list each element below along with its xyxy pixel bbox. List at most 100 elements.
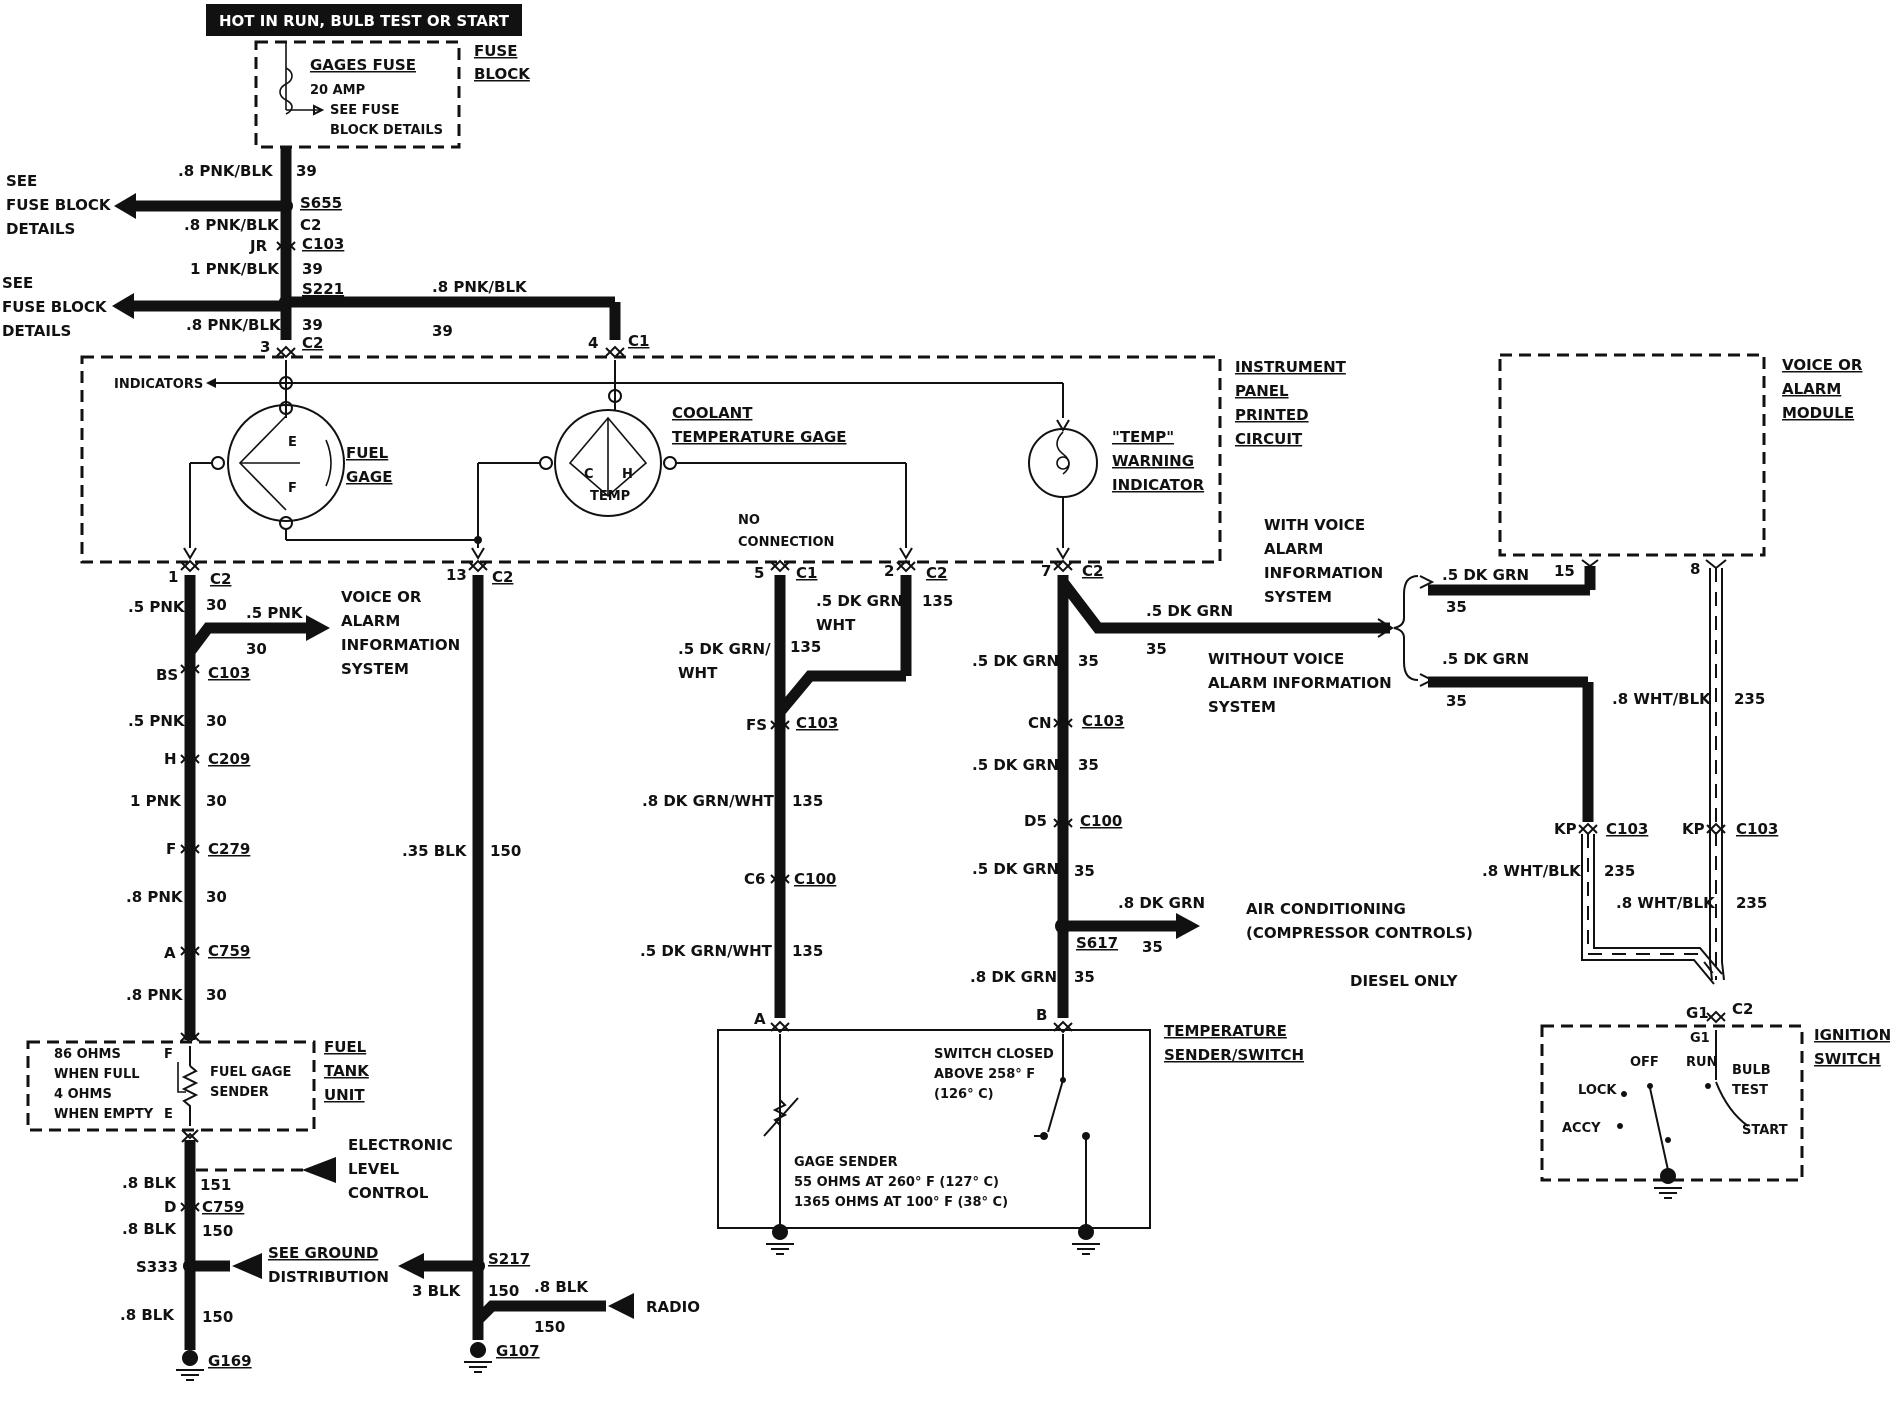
splice-label: S221 (302, 280, 344, 298)
wire-label: .8 PNK/BLK (184, 216, 280, 234)
ac-label-1: AIR CONDITIONING (1246, 900, 1406, 918)
circuit-number: 35 (1446, 598, 1467, 616)
pin-number: 7 (1041, 562, 1051, 580)
connector-pin: KP (1554, 820, 1577, 838)
connector-label: C759 (202, 1198, 244, 1216)
connector-pin: 15 (1554, 562, 1575, 580)
wire-label: .5 PNK (128, 712, 186, 730)
circuit-number: 30 (206, 712, 227, 730)
fuel-gage-label-2: GAGE (346, 468, 392, 486)
elc-label-3: CONTROL (348, 1184, 429, 1202)
ignition-title-1: IGNITION (1814, 1026, 1890, 1044)
voice-ref-3: INFORMATION (341, 636, 460, 654)
connector-pin: KP (1682, 820, 1705, 838)
connector-pin: D5 (1024, 812, 1047, 830)
pin-connector: C2 (926, 564, 947, 582)
wire-label: .8 BLK (120, 1306, 175, 1324)
ground-icon (463, 1341, 493, 1373)
fuse-name: GAGES FUSE (310, 56, 416, 74)
wire-label: .5 DK GRN (816, 592, 903, 610)
left-ref-details-1: DETAILS (6, 220, 75, 238)
splice-label: S617 (1076, 934, 1118, 952)
connector-pin: FS (746, 716, 767, 734)
connector-pin: B (1036, 1006, 1047, 1024)
connector-label: C103 (208, 664, 250, 682)
circuit-number: 39 (302, 316, 323, 334)
sender-label-2: SENDER (210, 1085, 269, 1100)
connector-pin: JR (249, 237, 268, 255)
coolant-gage-h: H (622, 467, 633, 482)
circuit-number: 30 (206, 888, 227, 906)
pin-number: 5 (754, 564, 764, 582)
arrow-left-icon (302, 1157, 336, 1183)
sender-resistor-icon (181, 1065, 199, 1126)
circuit-number: 235 (1604, 862, 1635, 880)
ground-ref-2: DISTRIBUTION (268, 1268, 389, 1286)
without-voice-1: WITHOUT VOICE (1208, 650, 1344, 668)
circuit-number: 150 (490, 842, 521, 860)
ipc-label-2: PANEL (1235, 382, 1289, 400)
wire-label: 1 PNK/BLK (190, 260, 280, 278)
voice-alarm-module-box (1498, 353, 1766, 557)
splice-label: S333 (136, 1258, 178, 1276)
pin-connector: C2 (492, 568, 513, 586)
wire-label: 1 PNK (130, 792, 182, 810)
circuit-number: 30 (246, 640, 267, 658)
circuit-number: 135 (790, 638, 821, 656)
switch-closed-2: ABOVE 258° F (934, 1067, 1035, 1082)
ignition-pin-inner: G1 (1690, 1031, 1710, 1046)
pin-connector: C1 (796, 564, 817, 582)
connector-label: C103 (796, 714, 838, 732)
fuel-tank-unit-outline (26, 1040, 316, 1132)
connector-pin: A (754, 1010, 766, 1028)
with-voice-2: ALARM (1264, 540, 1323, 558)
circuit-number: 35 (1078, 756, 1099, 774)
arrow-left-icon (398, 1253, 424, 1279)
circuit-number: 150 (202, 1308, 233, 1326)
coolant-temperature-gage-icon (554, 409, 662, 517)
wire-label: .8 BLK (534, 1278, 589, 1296)
circuit-number: 135 (792, 942, 823, 960)
ground-ref-1: SEE GROUND (268, 1244, 378, 1262)
wire-label: .5 PNK (128, 598, 186, 616)
wire-label: WHT (816, 616, 856, 634)
connector-label: C209 (208, 750, 250, 768)
circuit-number: 30 (206, 596, 227, 614)
switch-closed-3: (126° C) (934, 1087, 994, 1102)
pin-number: 13 (446, 566, 467, 584)
power-label: HOT IN RUN, BULB TEST OR START (219, 12, 510, 30)
gage-sender-3: 1365 OHMS AT 100° F (38° C) (794, 1195, 1008, 1210)
fuse-block-label-1: FUSE (474, 42, 517, 60)
gage-sender-2: 55 OHMS AT 260° F (127° C) (794, 1175, 999, 1190)
wire-label: .8 DK GRN/WHT (642, 792, 775, 810)
tank-unit-label-3: UNIT (324, 1086, 365, 1104)
with-voice-4: SYSTEM (1264, 588, 1332, 606)
ac-label-2: (COMPRESSOR CONTROLS) (1246, 924, 1473, 942)
circuit-number: 35 (1078, 652, 1099, 670)
circuit-number: 150 (534, 1318, 565, 1336)
ohms-1: 86 OHMS (54, 1047, 121, 1062)
ipc-label-1: INSTRUMENT (1235, 358, 1347, 376)
connector-label: C103 (1082, 712, 1124, 730)
circuit-number: 150 (202, 1222, 233, 1240)
ipc-label-4: CIRCUIT (1235, 430, 1303, 448)
ipc-label-3: PRINTED (1235, 406, 1309, 424)
left-ref-details-2: DETAILS (2, 322, 71, 340)
temp-switch-icon (1047, 1079, 1064, 1133)
circuit-number: 35 (1074, 968, 1095, 986)
without-voice-3: SYSTEM (1208, 698, 1276, 716)
wire-label: .5 DK GRN/WHT (640, 942, 773, 960)
fuse-block-outline (254, 40, 461, 149)
connector-label: C279 (208, 840, 250, 858)
fuse-element-icon (279, 67, 293, 115)
circuit-number: 151 (200, 1176, 231, 1194)
connector-label: C100 (794, 870, 836, 888)
connector-pin: A (164, 944, 176, 962)
fuse-rating: 20 AMP (310, 83, 365, 98)
splice-label: S655 (300, 194, 342, 212)
wire-label: .8 PNK (126, 888, 184, 906)
arrow-left-icon (206, 378, 216, 388)
circuit-number: 150 (488, 1282, 519, 1300)
connector-label: C2 (302, 334, 323, 352)
fuse-see-1: SEE FUSE (330, 103, 399, 118)
